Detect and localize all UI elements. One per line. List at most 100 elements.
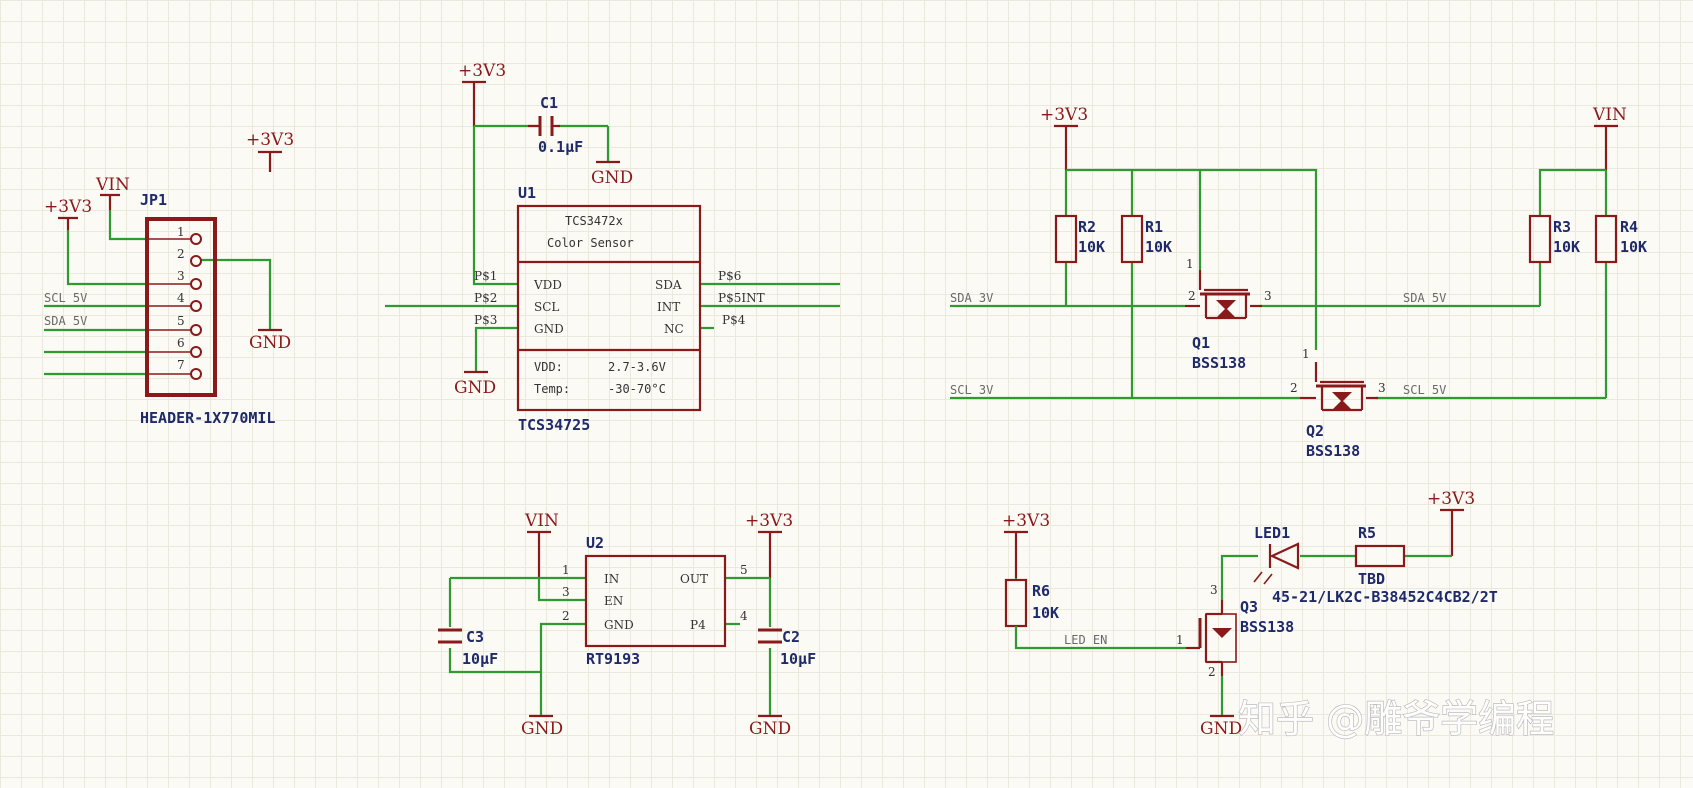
r5-resistor[interactable]: R5 TBD xyxy=(1354,524,1406,588)
svg-text:+3V3: +3V3 xyxy=(1040,105,1088,125)
q3-value: BSS138 xyxy=(1240,618,1294,636)
jp1-3v3-label: +3V3 xyxy=(44,197,92,217)
svg-text:Temp:: Temp: xyxy=(534,382,570,396)
svg-text:3: 3 xyxy=(562,585,570,599)
svg-text:10K: 10K xyxy=(1078,238,1105,256)
svg-text:VIN: VIN xyxy=(1592,105,1627,125)
top-3v3-label: +3V3 xyxy=(246,130,294,150)
u1-gnd-port: GND xyxy=(454,370,496,398)
svg-text:TBD: TBD xyxy=(1358,570,1385,588)
q2-mosfet[interactable]: 1 2 3 Q2 BSS138 xyxy=(1290,347,1386,460)
u2-pin-out: OUT xyxy=(680,572,708,586)
svg-text:C3: C3 xyxy=(466,628,484,646)
jp1-3v3-port: +3V3 xyxy=(44,197,92,230)
q3-gnd-port: GND xyxy=(1200,714,1242,739)
u1-pin-vdd: VDD xyxy=(533,278,562,292)
r3-resistor[interactable]: R3 10K xyxy=(1528,214,1580,306)
svg-text:P$1: P$1 xyxy=(474,269,497,283)
lvl-vin-port: VIN xyxy=(1592,105,1627,170)
c3-gnd-port: GND xyxy=(521,714,563,739)
u1-pin-int: INT xyxy=(657,300,680,314)
u2-pin-p4: P4 xyxy=(690,618,706,632)
u2-pin-in: IN xyxy=(604,572,619,586)
led-3v3-port: +3V3 xyxy=(1427,489,1475,556)
svg-text:3: 3 xyxy=(1378,381,1386,395)
svg-text:2: 2 xyxy=(1208,665,1216,679)
u2-pin-en: EN xyxy=(604,594,623,608)
svg-text:+3V3: +3V3 xyxy=(1427,489,1475,509)
jp1-net-scl: SCL 5V xyxy=(44,291,87,305)
jp1-gnd-port: GND xyxy=(249,328,291,353)
q1-mosfet[interactable]: 2 1 3 Q1 BSS138 xyxy=(1185,257,1272,372)
svg-text:1: 1 xyxy=(177,225,185,239)
c1-capacitor[interactable]: C1 0.1µF xyxy=(528,94,583,156)
r1-resistor[interactable]: R1 10K xyxy=(1120,214,1172,398)
u1-3v3-port: +3V3 xyxy=(458,61,506,126)
svg-text:3: 3 xyxy=(1264,289,1272,303)
u1-pin-sda: SDA xyxy=(655,278,682,292)
u2-regulator[interactable]: VIN +3V3 IN EN GND OUT P4 1 3 2 5 4 U2 R… xyxy=(438,511,816,739)
svg-text:-30-70°C: -30-70°C xyxy=(608,382,666,396)
r6-resistor[interactable]: R6 10K xyxy=(1004,578,1059,628)
lvl-3v3-port: +3V3 xyxy=(1040,105,1088,170)
r4-resistor[interactable]: R4 10K xyxy=(1594,214,1647,398)
svg-text:GND: GND xyxy=(454,378,496,398)
q3-designator: Q3 xyxy=(1240,598,1258,616)
svg-text:6: 6 xyxy=(177,336,185,350)
svg-text:3: 3 xyxy=(1210,583,1218,597)
u1-pin-nc: NC xyxy=(664,322,684,336)
svg-text:1: 1 xyxy=(1302,347,1310,361)
svg-text:R5: R5 xyxy=(1358,524,1376,542)
u1-designator: U1 xyxy=(518,184,536,202)
c3-capacitor[interactable]: C3 10µF xyxy=(438,628,498,668)
svg-text:R4: R4 xyxy=(1620,218,1638,236)
svg-text:5: 5 xyxy=(740,563,748,577)
q3-mosfet[interactable]: 1 2 3 Q3 BSS138 xyxy=(1176,583,1294,679)
r2-resistor[interactable]: R2 10K xyxy=(1054,214,1105,306)
svg-text:4: 4 xyxy=(740,609,748,623)
svg-text:R6: R6 xyxy=(1032,582,1050,600)
u2-vin-port: VIN xyxy=(524,511,559,578)
net-scl-3v: SCL 3V xyxy=(950,383,993,397)
jp1-net-sda: SDA 5V xyxy=(44,314,87,328)
led-driver[interactable]: +3V3 +3V3 R6 10K LED EN LED1 45-21/LK2C-… xyxy=(1002,489,1498,739)
svg-text:7: 7 xyxy=(177,358,185,372)
u1-color-sensor[interactable]: +3V3 C1 0.1µF GND GND xyxy=(385,61,840,434)
net-scl-5v: SCL 5V xyxy=(1403,383,1446,397)
svg-text:2.7-3.6V: 2.7-3.6V xyxy=(608,360,666,374)
jp1-pins: 1 2 3 4 5 6 7 xyxy=(147,225,202,380)
net-led-en: LED EN xyxy=(1064,633,1107,647)
level-shifter[interactable]: +3V3 VIN R2 10K R1 10K xyxy=(950,105,1647,460)
svg-text:R3: R3 xyxy=(1553,218,1571,236)
svg-text:2: 2 xyxy=(177,247,185,261)
svg-text:+3V3: +3V3 xyxy=(458,61,506,81)
svg-text:+3V3: +3V3 xyxy=(1002,511,1050,531)
svg-text:2: 2 xyxy=(1290,381,1298,395)
jp1-designator: JP1 xyxy=(140,191,167,209)
u2-3v3-port: +3V3 xyxy=(745,511,793,578)
svg-text:GND: GND xyxy=(249,333,291,353)
svg-text:2: 2 xyxy=(562,609,570,623)
svg-text:LED1: LED1 xyxy=(1254,524,1290,542)
svg-text:2: 2 xyxy=(1188,289,1196,303)
svg-text:1: 1 xyxy=(1186,257,1194,271)
svg-text:P$4: P$4 xyxy=(722,313,746,327)
r6-3v3-port: +3V3 xyxy=(1002,511,1050,578)
q2-value: BSS138 xyxy=(1306,442,1360,460)
top-3v3-port: +3V3 xyxy=(246,130,294,172)
jp1-header[interactable]: +3V3 VIN +3V3 1 2 3 4 5 6 7 xyxy=(44,130,294,427)
c2-capacitor[interactable]: C2 10µF xyxy=(758,628,816,668)
svg-text:5: 5 xyxy=(177,314,185,328)
svg-text:GND: GND xyxy=(591,168,633,188)
svg-text:45-21/LK2C-B38452C4CB2/2T: 45-21/LK2C-B38452C4CB2/2T xyxy=(1272,588,1498,606)
c2-gnd-port: GND xyxy=(749,714,791,739)
u1-pin-scl: SCL xyxy=(534,300,559,314)
svg-text:10K: 10K xyxy=(1032,604,1059,622)
q1-value: BSS138 xyxy=(1192,354,1246,372)
svg-text:10K: 10K xyxy=(1145,238,1172,256)
svg-text:VDD:: VDD: xyxy=(534,360,563,374)
svg-text:10K: 10K xyxy=(1553,238,1580,256)
svg-text:C2: C2 xyxy=(782,628,800,646)
led1-diode[interactable]: LED1 45-21/LK2C-B38452C4CB2/2T xyxy=(1253,524,1498,606)
